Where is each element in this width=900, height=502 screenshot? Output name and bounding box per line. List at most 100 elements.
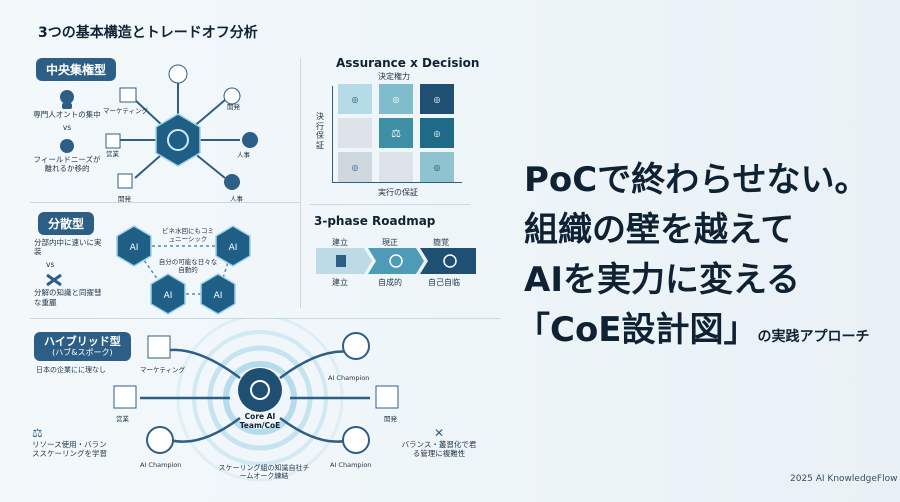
matrix-cell: ◎ (420, 152, 454, 182)
footer-credit: 2025 AI KnowledgeFlow (790, 474, 898, 484)
building-icon (375, 385, 399, 409)
building-icon (113, 385, 137, 409)
handshake-icon (60, 138, 74, 153)
gear-icon (167, 129, 189, 151)
divider (30, 202, 300, 203)
matrix-top-axis: 決定権力 (378, 72, 410, 81)
roadmap-top-label: 建立 (332, 238, 348, 247)
distributed-label: 分散型 (38, 212, 95, 235)
central-vs: vs (62, 123, 72, 133)
hybrid-note-top: 日本の企業にに理なし (36, 366, 106, 374)
hybrid-node-label: AI Champion (330, 461, 372, 469)
hex-label: AI (164, 291, 173, 301)
hybrid-label-sub: (ハブ&スポーク) (52, 348, 113, 358)
central-diagram (105, 64, 258, 190)
person-icon (242, 132, 258, 148)
ai-hex (116, 225, 152, 267)
matrix-cell (379, 152, 413, 182)
roadmap-bottom-label: 自成的 (378, 278, 402, 287)
hybrid-node-label: AI Champion (328, 374, 370, 382)
person-icon (224, 174, 240, 190)
central-node-label: 人事 (237, 151, 250, 159)
hybrid-label: ハイブリッド型 (ハブ&スポーク) (34, 332, 131, 361)
headline-line3: AIを実力に変える (524, 260, 800, 300)
headline-line4-sub: の実践アプローチ (757, 329, 870, 345)
building-icon (147, 335, 171, 359)
headline-line4: 「CoE設計図」の実践アプローチ (516, 302, 870, 351)
check-icon (443, 254, 457, 268)
ai-hex (150, 273, 186, 315)
distributed-callout: ビネ水回にもコミュニーシック (162, 227, 214, 243)
core-node (238, 368, 282, 412)
matrix-bottom-axis: 実行の保証 (378, 188, 418, 197)
hybrid-diagram (113, 318, 399, 482)
hybrid-bottom-right: ✕ バランス・叢習化で君る管理に複難性 (398, 426, 480, 459)
distributed-note1: 分部内中に速いに実装 (34, 238, 102, 257)
gear-icon (250, 380, 270, 400)
headline-line4-main: 「CoE設計図」 (516, 310, 758, 350)
central-node-label: 営業 (106, 150, 119, 158)
divider (310, 204, 470, 205)
roadmap-title: 3-phase Roadmap (314, 214, 436, 228)
matrix-cell: ◎ (379, 84, 413, 114)
central-node-label: 開発 (118, 195, 131, 203)
hybrid-node-label: マーケティング (140, 366, 185, 374)
hybrid-node-label: 営業 (116, 415, 129, 423)
balance-icon: ⚖ (32, 426, 43, 440)
matrix-cell: ◎ (420, 118, 454, 148)
matrix-left-axis: 決行保証 (316, 112, 324, 150)
hex-label: AI (214, 291, 223, 301)
roadmap-bottom-label: 自己自临 (428, 278, 460, 287)
ai-hex (215, 225, 251, 267)
chart-icon (119, 87, 137, 103)
hybrid-bottom-left: ⚖ リソース使用・バランススケーリングを学習 (32, 426, 110, 459)
central-label: 中央集権型 (36, 58, 117, 81)
matrix-cell: ⚖ (379, 118, 413, 148)
distributed-note2: 分解の知識と同擢彗な重麗 (34, 288, 102, 307)
building-icon (105, 133, 121, 149)
central-node-label: 人事 (230, 195, 243, 203)
hybrid-bottom-right-text: バランス・叢習化で君る管理に複難性 (401, 440, 477, 459)
central-node-label: マーケティング (103, 107, 148, 115)
tools-icon: ✕ (433, 426, 445, 440)
hybrid-node-label: 開発 (384, 415, 397, 423)
matrix-cell: ◎ (420, 84, 454, 114)
headline-line1: PoCで終わらせない。 (524, 160, 869, 200)
hybrid-label-main: ハイブリッド型 (44, 335, 121, 348)
hybrid-node-label: AI Champion (140, 461, 182, 469)
headline-line2: 組織の壁を越えて (524, 210, 795, 250)
distributed-notes: 分部内中に速いに実装 vs 分解の知識と同擢彗な重麗 (34, 238, 106, 307)
champion-icon (342, 332, 370, 360)
building-icon (117, 173, 133, 189)
roadmap-bottom-label: 建立 (332, 278, 348, 287)
central-note1: 専門人オントの集中 (33, 110, 101, 119)
central-node-label: 開発 (227, 103, 240, 111)
hybrid-bottom-left-text: リソース使用・バランススケーリングを学習 (32, 440, 107, 459)
globe-icon (389, 254, 403, 268)
champion-icon (146, 426, 174, 454)
champion-icon (342, 426, 370, 454)
hex-label: AI (229, 243, 238, 253)
central-note2: フィールドニーズが離れるか移的 (33, 154, 101, 174)
core-label: Core AI Team/CoE (239, 412, 281, 430)
central-hub-hex (155, 113, 201, 167)
matrix-cell (338, 118, 372, 148)
head-icon (60, 90, 74, 109)
roadmap-bar (316, 248, 476, 274)
divider (30, 318, 500, 319)
roadmap-top-label: 簡覚 (433, 238, 449, 247)
distributed-vs: vs (46, 259, 55, 269)
node-icon (168, 64, 188, 84)
hybrid-bottom-center: スケーリング組の知識自社チームオーク練結 (218, 464, 310, 481)
phase-2 (368, 248, 424, 274)
tools-icon (46, 273, 62, 287)
matrix-axis-line (332, 86, 333, 182)
phase-3 (420, 248, 476, 274)
distributed-diagram: AI AI AI AI (116, 225, 251, 315)
matrix-cell: ◎ (338, 84, 372, 114)
matrix-axis-line (332, 182, 462, 183)
hex-label: AI (130, 243, 139, 253)
ai-hex (200, 273, 236, 315)
page-title: 3つの基本構造とトレードオフ分析 (38, 25, 258, 41)
matrix-cell: ◎ (338, 152, 372, 182)
